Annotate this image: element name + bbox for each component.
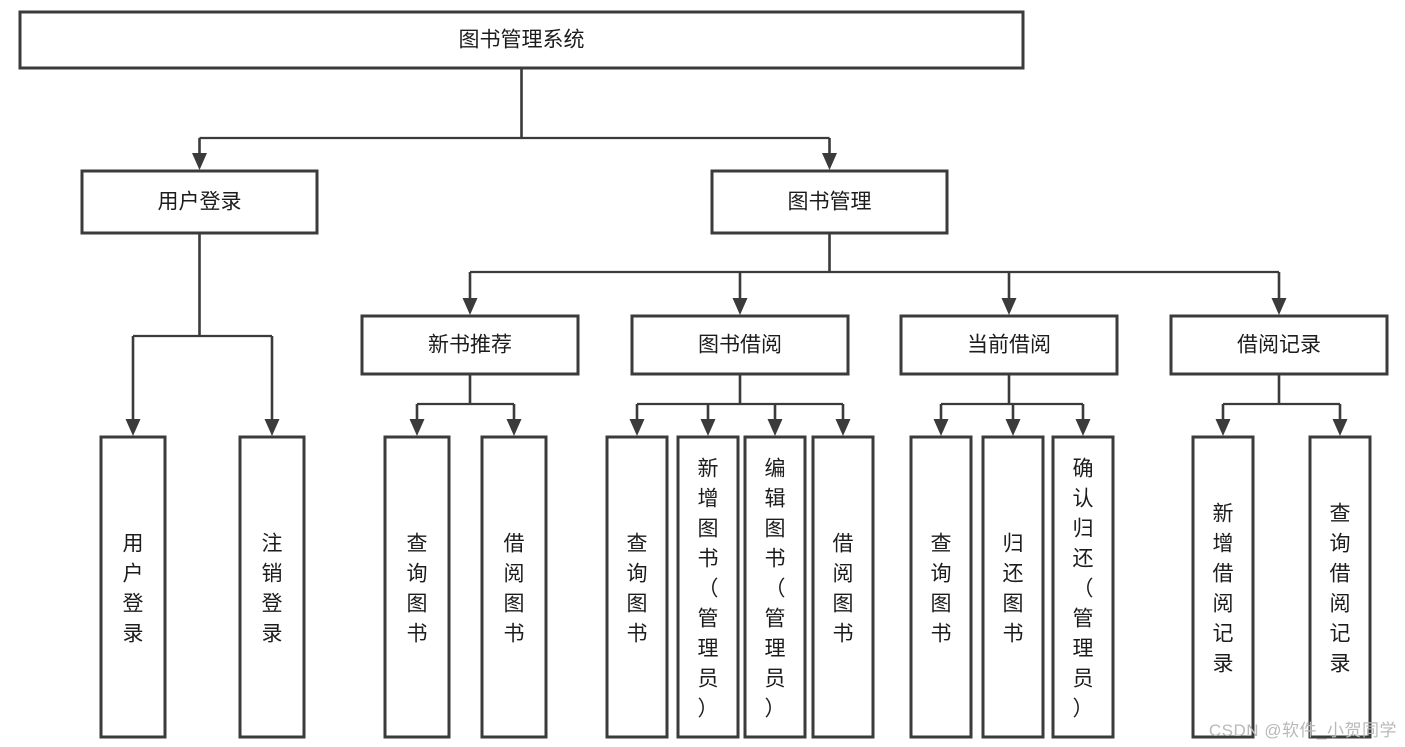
node-label: 编辑图书（管理员） bbox=[765, 457, 786, 720]
arrow-head-icon bbox=[700, 419, 716, 436]
node-leaf-add-book-admin[interactable]: 新增图书（管理员） bbox=[676, 435, 740, 739]
node-label: 借阅图书 bbox=[504, 532, 525, 645]
conn-current-to-leaves bbox=[933, 374, 1091, 436]
node-leaf-confirm-return-admin[interactable]: 确认归还（管理员） bbox=[1051, 435, 1115, 739]
node-label: 用户登录 bbox=[158, 191, 242, 214]
arrow-head-icon bbox=[462, 298, 478, 315]
node-box[interactable] bbox=[981, 435, 1045, 739]
node-box[interactable] bbox=[909, 435, 973, 739]
node-label: 新书推荐 bbox=[428, 334, 512, 357]
node-box[interactable] bbox=[743, 435, 807, 739]
node-new-book-recommend[interactable]: 新书推荐 bbox=[360, 314, 580, 376]
arrow-head-icon bbox=[933, 419, 949, 436]
node-leaf-borrow-book[interactable]: 借阅图书 bbox=[811, 435, 875, 739]
node-box[interactable] bbox=[811, 435, 875, 739]
node-leaf-query-book-borrow[interactable]: 查询图书 bbox=[605, 435, 669, 739]
node-label: 借阅图书 bbox=[833, 532, 854, 645]
node-label: 图书管理 bbox=[788, 191, 872, 214]
node-box[interactable] bbox=[1308, 435, 1372, 739]
node-box[interactable] bbox=[1169, 314, 1389, 376]
arrow-head-icon bbox=[125, 419, 141, 436]
arrow-head-icon bbox=[629, 419, 645, 436]
node-leaf-query-book-current[interactable]: 查询图书 bbox=[909, 435, 973, 739]
node-box[interactable] bbox=[1191, 435, 1255, 739]
arrow-head-icon bbox=[835, 419, 851, 436]
node-leaf-logout-login[interactable]: 注销登录 bbox=[238, 435, 306, 739]
node-box[interactable] bbox=[676, 435, 740, 739]
node-root[interactable]: 图书管理系统 bbox=[18, 10, 1025, 70]
node-book-management[interactable]: 图书管理 bbox=[710, 169, 949, 235]
node-box[interactable] bbox=[480, 435, 548, 739]
node-box[interactable] bbox=[80, 169, 319, 235]
arrow-head-icon bbox=[192, 153, 207, 170]
arrow-head-icon bbox=[1332, 419, 1348, 436]
node-box[interactable] bbox=[360, 314, 580, 376]
node-current-borrow[interactable]: 当前借阅 bbox=[899, 314, 1119, 376]
node-box[interactable] bbox=[1051, 435, 1115, 739]
node-label: 当前借阅 bbox=[967, 334, 1051, 357]
node-box[interactable] bbox=[238, 435, 306, 739]
node-label: 借阅记录 bbox=[1237, 334, 1321, 357]
conn-record-to-leaves bbox=[1215, 374, 1348, 436]
connectors-layer bbox=[125, 68, 1348, 436]
node-label: 图书管理系统 bbox=[459, 29, 585, 52]
node-label: 图书借阅 bbox=[698, 334, 782, 357]
node-leaf-user-login[interactable]: 用户登录 bbox=[99, 435, 167, 739]
arrow-head-icon bbox=[822, 153, 837, 170]
nodes-layer: 图书管理系统用户登录图书管理新书推荐图书借阅当前借阅借阅记录用户登录注销登录查询… bbox=[18, 10, 1389, 739]
node-leaf-query-book-recommend[interactable]: 查询图书 bbox=[383, 435, 451, 739]
node-box[interactable] bbox=[630, 314, 850, 376]
node-box[interactable] bbox=[383, 435, 451, 739]
node-label: 查询图书 bbox=[407, 532, 428, 645]
node-label: 查询图书 bbox=[931, 532, 952, 645]
node-leaf-return-book[interactable]: 归还图书 bbox=[981, 435, 1045, 739]
node-leaf-add-borrow-record[interactable]: 新增借阅记录 bbox=[1191, 435, 1255, 739]
node-label: 新增借阅记录 bbox=[1213, 502, 1234, 675]
node-leaf-query-borrow-record[interactable]: 查询借阅记录 bbox=[1308, 435, 1372, 739]
node-label: 确认归还（管理员） bbox=[1073, 457, 1094, 720]
node-leaf-borrow-book-recommend[interactable]: 借阅图书 bbox=[480, 435, 548, 739]
conn-recommend-to-leaves bbox=[409, 374, 522, 436]
node-borrow-record[interactable]: 借阅记录 bbox=[1169, 314, 1389, 376]
node-label: 查询借阅记录 bbox=[1330, 502, 1351, 675]
node-leaf-edit-book-admin[interactable]: 编辑图书（管理员） bbox=[743, 435, 807, 739]
node-box[interactable] bbox=[899, 314, 1119, 376]
node-box[interactable] bbox=[99, 435, 167, 739]
arrow-head-icon bbox=[409, 419, 425, 436]
arrow-head-icon bbox=[767, 419, 783, 436]
node-label: 用户登录 bbox=[123, 532, 144, 645]
node-box[interactable] bbox=[605, 435, 669, 739]
arrow-head-icon bbox=[1271, 298, 1287, 315]
watermark: CSDN @软件_小贺同学 bbox=[1208, 721, 1397, 740]
arrow-head-icon bbox=[732, 298, 748, 315]
arrow-head-icon bbox=[1075, 419, 1091, 436]
conn-userlogin-to-leaves bbox=[125, 233, 280, 436]
conn-borrow-to-leaves bbox=[629, 374, 851, 436]
node-label: 归还图书 bbox=[1003, 532, 1024, 645]
node-book-borrow[interactable]: 图书借阅 bbox=[630, 314, 850, 376]
node-label: 新增图书（管理员） bbox=[698, 457, 719, 720]
node-box[interactable] bbox=[18, 10, 1025, 70]
arrow-head-icon bbox=[1001, 298, 1017, 315]
arrow-head-icon bbox=[1215, 419, 1231, 436]
node-box[interactable] bbox=[710, 169, 949, 235]
node-label: 查询图书 bbox=[627, 532, 648, 645]
node-label: 注销登录 bbox=[262, 532, 283, 645]
arrow-head-icon bbox=[264, 419, 280, 436]
conn-root-to-level2 bbox=[192, 68, 837, 170]
arrow-head-icon bbox=[1005, 419, 1021, 436]
node-user-login[interactable]: 用户登录 bbox=[80, 169, 319, 235]
arrow-head-icon bbox=[506, 419, 522, 436]
conn-bookmgmt-to-level3 bbox=[462, 233, 1287, 315]
